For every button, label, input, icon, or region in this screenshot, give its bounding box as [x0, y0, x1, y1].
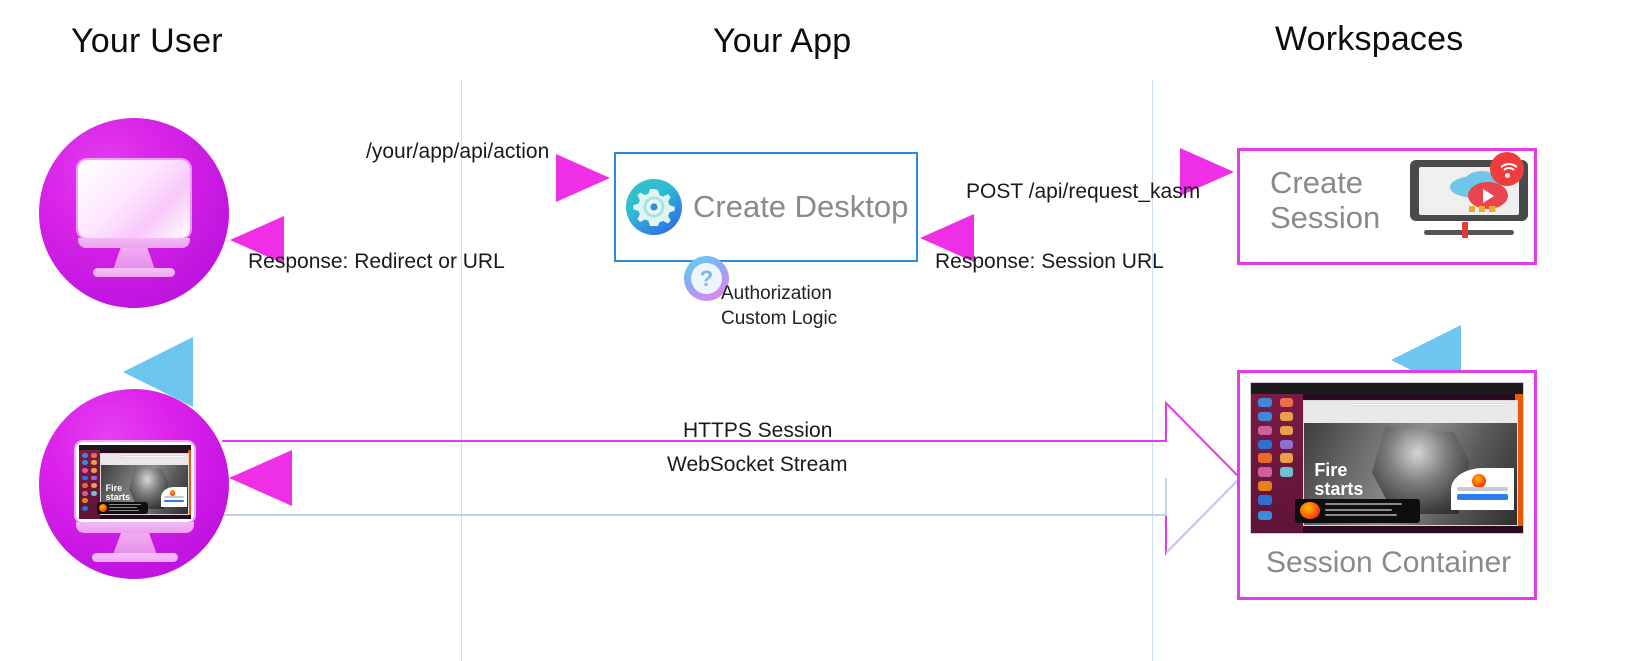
node-label-session-container: Session Container: [1266, 546, 1512, 579]
edge-label-websocket: WebSocket Stream: [667, 453, 848, 476]
monitor-neck-icon: [113, 248, 155, 270]
gear-icon: [626, 179, 682, 235]
question-mark-glyph: ?: [691, 263, 722, 294]
edge-stream-outline: [222, 477, 1241, 554]
tablet-cloud-play-icon: [1410, 160, 1528, 240]
desktop-thumbnail-small: Firestartshere: [79, 445, 191, 519]
edge-label-action: /your/app/api/action: [366, 140, 550, 163]
node-label-create-session: Create Session: [1270, 165, 1381, 235]
auth-label-line1: Authorization: [721, 283, 832, 304]
edge-label-https: HTTPS Session: [683, 419, 833, 442]
monitor-session-screen-icon: Firestartshere: [76, 442, 194, 522]
desktop-screenshot-thumbnail: Firestartshere: [1250, 382, 1524, 534]
column-header-workspaces: Workspaces: [1275, 20, 1464, 58]
auth-label-line2: Custom Logic: [721, 308, 838, 329]
monitor-foot-icon: [93, 268, 175, 277]
question-badge-icon: ?: [684, 256, 729, 301]
node-label-create-desktop: Create Desktop: [693, 189, 909, 224]
column-header-your-user: Your User: [71, 22, 223, 60]
monitor-foot-icon-bottom: [92, 553, 178, 562]
monitor-base-bar-icon: [78, 238, 190, 248]
wifi-badge-icon: [1490, 152, 1524, 186]
edge-label-response: Response: Redirect or URL: [248, 250, 505, 273]
column-header-your-app: Your App: [713, 22, 852, 60]
monitor-base-bar-icon-bottom: [76, 522, 194, 533]
desktop-thumbnail-large: Firestartshere: [1251, 383, 1523, 533]
edge-label-post: POST /api/request_kasm: [966, 180, 1201, 203]
lane-divider-right: [1152, 80, 1153, 661]
monitor-neck-icon-bottom: [113, 533, 157, 555]
edge-label-session-url: Response: Session URL: [935, 250, 1164, 273]
lane-divider-left: [461, 80, 462, 661]
monitor-screen-icon: [78, 160, 190, 238]
